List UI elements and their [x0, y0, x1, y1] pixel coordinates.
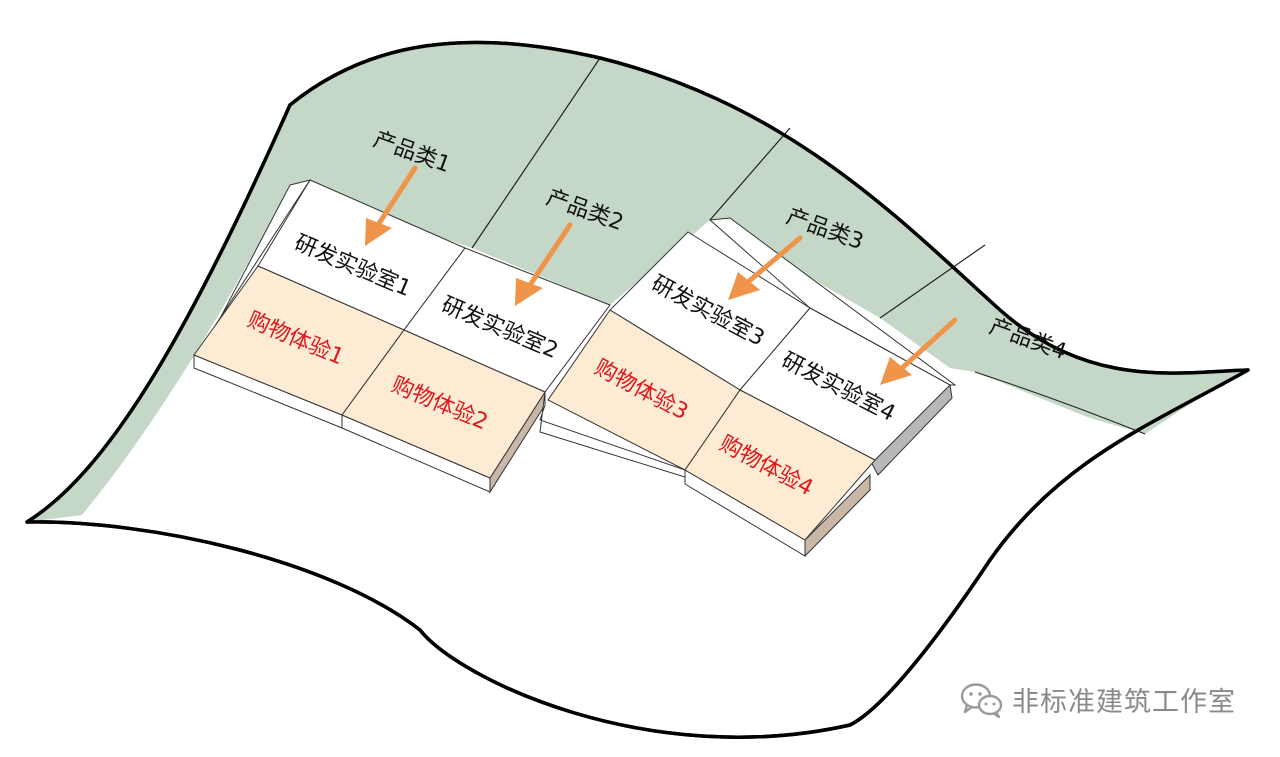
category-divider: [709, 127, 791, 221]
category-divider: [879, 244, 986, 319]
experience-block-4: [684, 389, 876, 541]
arrow-1: [365, 165, 418, 246]
watermark-text: 非标准建筑工作室: [1012, 687, 1236, 718]
experience-block-2: [341, 329, 546, 479]
block-side: [804, 473, 871, 558]
category-divider: [471, 57, 601, 249]
site-boundary-stroke: [25, 40, 1250, 739]
watermark: 非标准建筑工作室: [960, 680, 1236, 719]
green-zone-edge: [974, 371, 1146, 435]
arrow-4: [880, 317, 958, 385]
green-zone: [27, 42, 1248, 522]
arrow-3: [728, 235, 803, 300]
wechat-icon: [960, 682, 1003, 718]
arrow-2: [515, 222, 573, 306]
